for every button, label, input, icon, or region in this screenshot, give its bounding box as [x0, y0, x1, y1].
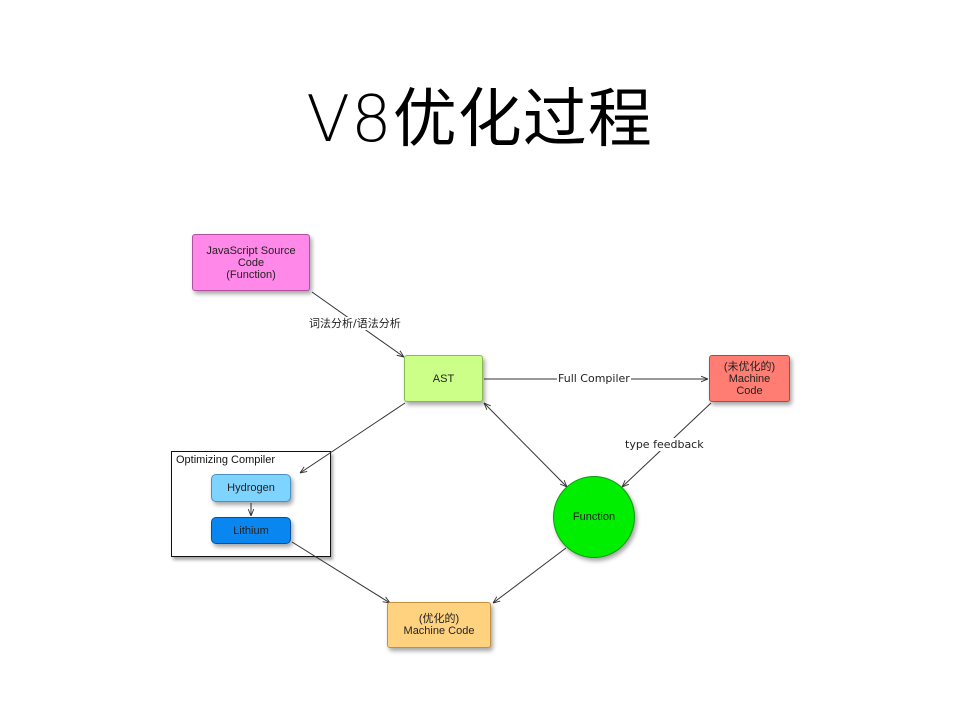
node-ast: AST	[404, 355, 483, 402]
edge-ast-function	[484, 403, 567, 487]
node-javascript-source: JavaScript Source Code (Function)	[192, 234, 310, 291]
node-unoptimized-machine-code: (未优化的) Machine Code	[709, 355, 790, 402]
page-title: V8优化过程	[306, 83, 653, 157]
edge-label-parse: 词法分析/语法分析	[308, 317, 402, 330]
edge-ast-to-optimizing	[300, 402, 406, 473]
node-function: Function	[553, 476, 635, 558]
node-hydrogen: Hydrogen	[211, 474, 291, 502]
node-optimized-machine-code: (优化的) Machine Code	[387, 602, 491, 648]
edge-lithium-to-opt	[291, 541, 390, 603]
edge-function-to-opt	[493, 547, 567, 603]
group-label: Optimizing Compiler	[176, 454, 276, 466]
node-lithium: Lithium	[211, 517, 291, 544]
edge-label-type-feedback: type feedback	[624, 438, 705, 451]
edge-label-full-compiler: Full Compiler	[557, 372, 631, 385]
